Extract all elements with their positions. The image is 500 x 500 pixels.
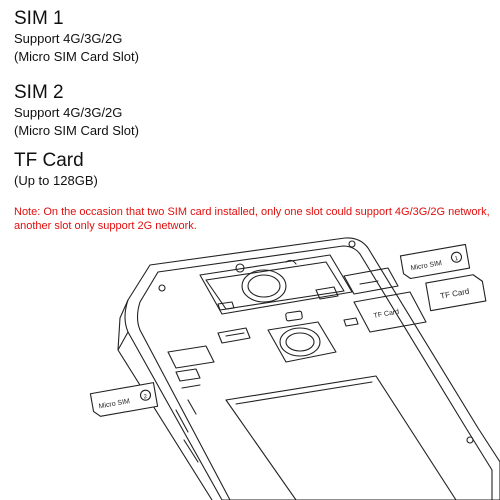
sensor-arc xyxy=(285,259,297,265)
micro-sim-2-card: Micro SIM 2 xyxy=(89,382,159,417)
sim2-card-number: 2 xyxy=(143,394,148,401)
sim2-support: Support 4G/3G/2G xyxy=(14,105,123,120)
phone-frame-edge xyxy=(117,331,213,500)
battery-bay xyxy=(225,375,457,500)
note-line-2: another slot only support 2G network. xyxy=(14,220,197,232)
tf-slot-label: TF Card xyxy=(373,309,400,320)
screw-icon xyxy=(158,284,166,292)
micro-sim-1-card: Micro SIM 1 xyxy=(399,243,471,280)
flash-window xyxy=(217,301,235,311)
screw-icon xyxy=(348,240,356,248)
speaker-grille xyxy=(217,327,251,344)
sim1-slot-type: (Micro SIM Card Slot) xyxy=(14,49,139,64)
sim1-slot xyxy=(343,267,399,295)
chip-contact xyxy=(315,286,339,300)
sim2-slot xyxy=(167,345,215,389)
chip-contact-2 xyxy=(343,317,359,327)
phone-frame-outer xyxy=(124,237,500,500)
dual-sim-note: Note: On the occasion that two SIM card … xyxy=(14,205,494,233)
sim2-spec: SIM 2 Support 4G/3G/2G (Micro SIM Card S… xyxy=(14,82,139,140)
fingerprint-sensor xyxy=(241,269,287,303)
sim2-title: SIM 2 xyxy=(14,82,64,103)
sim1-spec: SIM 1 Support 4G/3G/2G (Micro SIM Card S… xyxy=(14,8,139,66)
sim1-support: Support 4G/3G/2G xyxy=(14,31,123,46)
tf-title: TF Card xyxy=(14,150,84,171)
phone-frame-inner xyxy=(136,245,493,500)
camera-module xyxy=(267,310,337,363)
sim2-slot-type: (Micro SIM Card Slot) xyxy=(14,123,139,138)
note-line-1: Note: On the occasion that two SIM card … xyxy=(14,206,490,218)
flash-icon xyxy=(235,263,245,273)
phone-back-illustration: TF Card Micro SIM 1 TF Card Micro SIM 2 xyxy=(89,237,500,500)
sim1-title: SIM 1 xyxy=(14,8,64,29)
tf-card-slot: TF Card xyxy=(353,291,427,333)
sim1-card-number: 1 xyxy=(454,256,459,263)
side-button xyxy=(175,409,189,433)
tf-card: TF Card xyxy=(425,274,487,312)
tf-capacity: (Up to 128GB) xyxy=(14,173,98,188)
tf-spec: TF Card (Up to 128GB) xyxy=(14,150,98,190)
screw-icon xyxy=(466,436,474,444)
